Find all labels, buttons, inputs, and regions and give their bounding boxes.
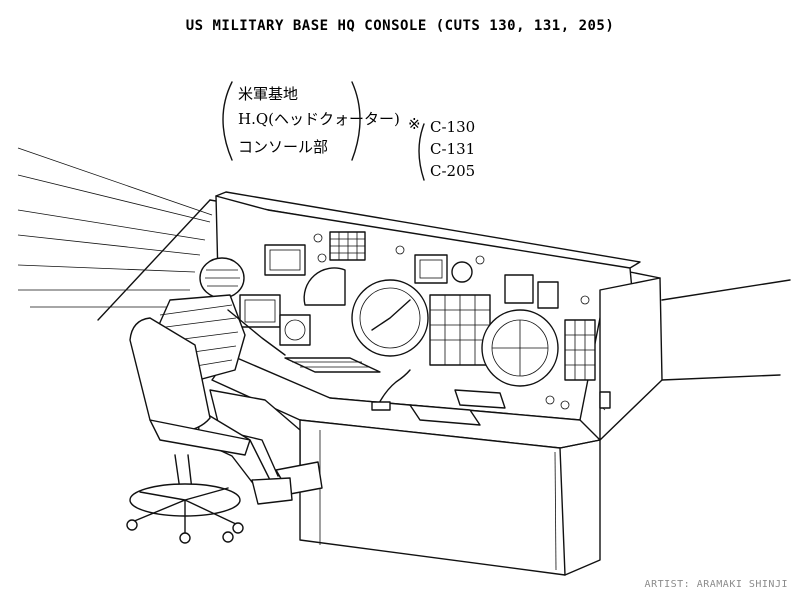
cut-note-c131: C-131 xyxy=(430,140,476,158)
instrument-panels xyxy=(239,231,596,410)
desk-items xyxy=(284,357,506,426)
cut-note-c205: C-205 xyxy=(430,162,476,180)
operator-figure xyxy=(149,257,323,505)
page-title: US MILITARY BASE HQ CONSOLE (CUTS 130, 1… xyxy=(185,18,615,34)
office-chair xyxy=(126,317,251,544)
note-brackets xyxy=(222,81,425,181)
cut-note-mark: ※ xyxy=(408,115,421,133)
cut-note-c130: C-130 xyxy=(430,118,476,136)
artist-credit: ARTIST: ARAMAKI SHINJI xyxy=(644,579,788,590)
jp-note-line3: コンソール部 xyxy=(238,138,329,156)
jp-note-line1: 米軍基地 xyxy=(238,85,299,103)
